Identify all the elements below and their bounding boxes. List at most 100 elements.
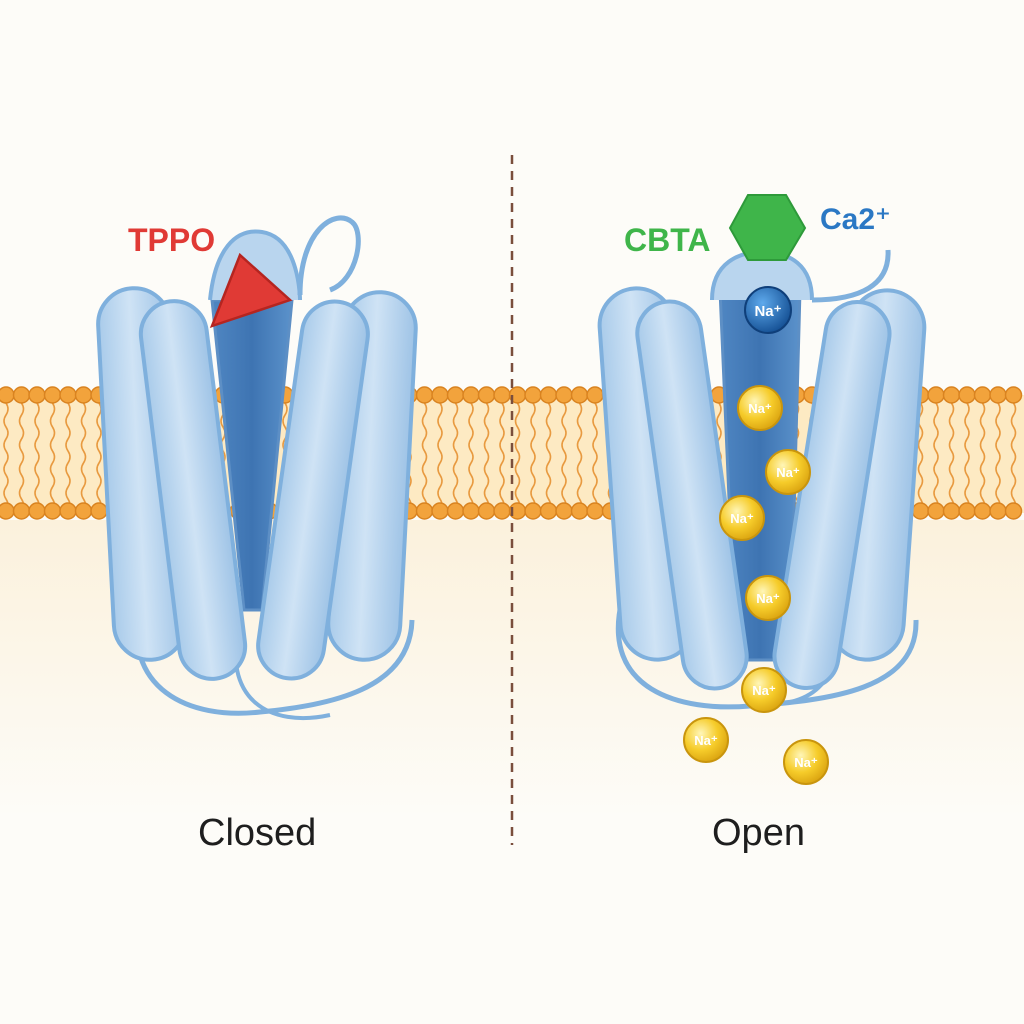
lipid-head: [59, 502, 77, 520]
lipid-tail: [452, 402, 459, 512]
lipid-head: [431, 386, 449, 404]
lipid-head: [570, 386, 589, 404]
lipid-head: [958, 502, 976, 520]
lipid-tail: [49, 402, 56, 512]
lipid-tail: [96, 402, 102, 512]
lipid-head: [1004, 386, 1023, 404]
lipid-tail: [1010, 402, 1017, 512]
lipid-head: [927, 386, 945, 404]
calcium-label: Ca2⁺: [820, 203, 891, 236]
sodium-ion: Na⁺: [765, 449, 811, 495]
closed-top-loop: [297, 215, 361, 296]
lipid-tail: [576, 402, 583, 512]
lipid-head: [12, 502, 31, 520]
lipid-head: [942, 386, 961, 404]
lipid-head: [59, 386, 77, 404]
sodium-ion-circle: [783, 739, 829, 785]
sodium-ion-circle: [765, 449, 811, 495]
closed-helix: [256, 299, 370, 681]
lipid-head: [958, 386, 976, 404]
flow-ions: Na⁺ Na⁺ Na⁺ Na⁺ Na⁺ Na⁺ Na⁺: [683, 385, 829, 785]
sodium-ion: Na⁺: [745, 575, 791, 621]
lipid-head: [524, 386, 542, 404]
sodium-ion-label: Na⁺: [794, 755, 818, 770]
lipid-head: [446, 386, 465, 404]
sodium-ion-label: Na⁺: [752, 683, 776, 698]
lipid-tail: [948, 402, 955, 512]
lipid-head: [927, 502, 945, 520]
lipid-tail: [592, 402, 598, 512]
cbta-activator-marker: [728, 194, 807, 261]
closed-channel: [96, 215, 418, 720]
lipid-head: [0, 502, 15, 520]
lipid-head: [555, 502, 573, 520]
sodium-ion: Na⁺: [741, 667, 787, 713]
lipid-tail: [80, 402, 87, 512]
lipid-tail: [561, 402, 567, 512]
lipid-tail: [514, 402, 521, 512]
lipid-head: [524, 502, 542, 520]
tppo-label: TPPO: [128, 222, 216, 258]
sodium-ion: Na⁺: [783, 739, 829, 785]
lipid-tail: [437, 402, 443, 512]
sodium-ion-label: Na⁺: [694, 733, 718, 748]
lipid-tail: [483, 402, 490, 512]
lipid-head: [586, 386, 604, 404]
lipid-head: [570, 502, 589, 520]
lipid-head: [28, 502, 46, 520]
lipid-head: [431, 502, 449, 520]
sodium-ion-circle: [741, 667, 787, 713]
lipid-head: [74, 502, 93, 520]
lipid-tail: [421, 402, 428, 512]
lipid-head: [973, 386, 992, 404]
lipid-head: [493, 386, 511, 404]
sodium-ion-label: Na⁺: [776, 465, 800, 480]
lipid-head: [942, 502, 961, 520]
open-channel: Na⁺ Na⁺ Na⁺ Na⁺ Na⁺ Na⁺ Na⁺ Na⁺: [597, 194, 927, 785]
lipid-head: [989, 386, 1007, 404]
sodium-ion-label: Na⁺: [748, 401, 772, 416]
lipid-tail: [933, 402, 939, 512]
lipid-head: [43, 502, 62, 520]
lipid-head: [462, 502, 480, 520]
lipid-head: [74, 386, 93, 404]
top-ion: Na⁺: [744, 286, 792, 334]
closed-helix: [138, 299, 248, 681]
lipid-head: [973, 502, 992, 520]
lipid-head: [539, 502, 558, 520]
lipid-head: [415, 502, 434, 520]
lipid-tail: [964, 402, 970, 512]
lipid-head: [90, 502, 108, 520]
lipid-head: [586, 502, 604, 520]
lipid-head: [1004, 502, 1023, 520]
open-helix: [635, 299, 749, 691]
sodium-ion-circle: [745, 575, 791, 621]
lipid-head: [43, 386, 62, 404]
sodium-ion: Na⁺: [683, 717, 729, 763]
lipid-tail: [18, 402, 25, 512]
lipid-tail: [34, 402, 40, 512]
lipid-tail: [530, 402, 536, 512]
lipid-head: [555, 386, 573, 404]
lipid-head: [539, 386, 558, 404]
sodium-ion-circle: [737, 385, 783, 431]
tppo-inhibitor-marker: [209, 252, 293, 329]
lipid-head: [989, 502, 1007, 520]
lipid-head: [911, 502, 930, 520]
lipid-tail: [995, 402, 1001, 512]
sodium-ion: Na⁺: [737, 385, 783, 431]
lipid-tail: [545, 402, 552, 512]
lipid-head: [28, 386, 46, 404]
lipid-head: [12, 386, 31, 404]
closed-state-label: Closed: [198, 812, 317, 854]
sodium-ion: Na⁺: [719, 495, 765, 541]
lipid-head: [0, 386, 15, 404]
sodium-ion-circle: [683, 717, 729, 763]
lipid-tail: [499, 402, 505, 512]
closed-loop: [134, 599, 415, 716]
open-state-label: Open: [712, 812, 805, 854]
lipid-head: [477, 502, 496, 520]
sodium-ion-label: Na⁺: [730, 511, 754, 526]
